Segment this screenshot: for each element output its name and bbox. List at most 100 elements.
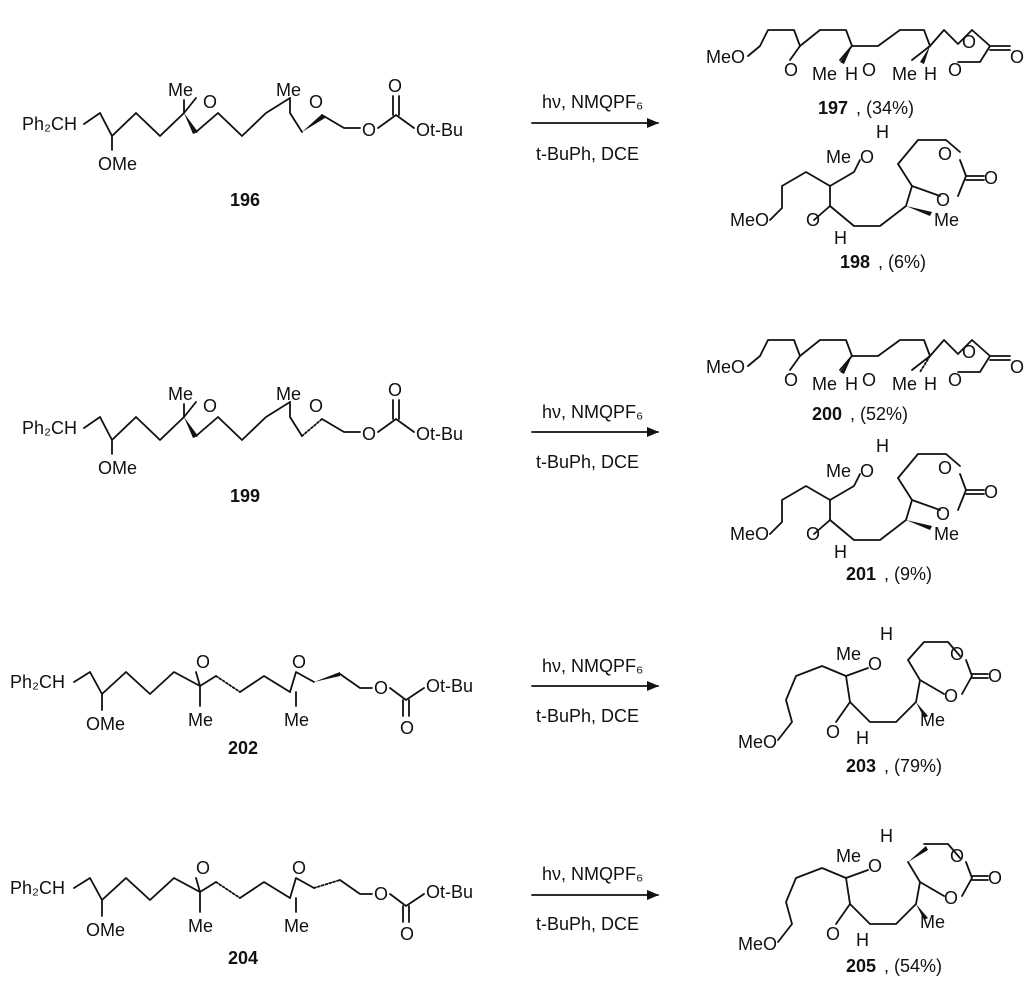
ph2ch-label: Ph₂CH	[10, 878, 65, 898]
me-label-1: Me	[812, 374, 837, 394]
conditions-3: hν, NMQPF₆ t-BuPh, DCE	[531, 656, 659, 726]
carbonate-o: O	[362, 424, 376, 444]
ring-o-top: O	[938, 144, 952, 164]
reactant-199: Ph₂CH OMe Me O Me O O O Ot-Bu 199	[22, 380, 463, 506]
me-label-2: Me	[284, 710, 309, 730]
me-label-1: Me	[812, 64, 837, 84]
epoxide-o-2: O	[292, 858, 306, 878]
otbu-label: Ot-Bu	[416, 424, 463, 444]
carbonate-o: O	[374, 884, 388, 904]
me-label-1: Me	[188, 916, 213, 936]
reactant-204: Ph₂CH OMe O Me O Me O O Ot-Bu 204	[10, 858, 473, 968]
compound-label: 205	[846, 956, 876, 976]
reaction-row-3: Ph₂CH OMe O Me O Me O O Ot-Bu 202 hν, NM…	[10, 624, 1002, 776]
ring-o-2: O	[862, 370, 876, 390]
ring-o-right: O	[936, 190, 950, 210]
compound-label: 197	[818, 98, 848, 118]
epoxide-o-2: O	[309, 92, 323, 112]
compound-label: 200	[812, 404, 842, 424]
me-label-bot: Me	[934, 210, 959, 230]
ome-label: OMe	[98, 154, 137, 174]
ring-o-1: O	[784, 60, 798, 80]
ring-o-2: O	[868, 654, 882, 674]
carbonate-o-double: O	[400, 924, 414, 944]
me-label-bot: Me	[920, 912, 945, 932]
yield-label: , (9%)	[884, 564, 932, 584]
ring-o-top: O	[938, 458, 952, 478]
conditions-bottom: t-BuPh, DCE	[536, 706, 639, 726]
me-label-2: Me	[284, 916, 309, 936]
ring-o-bottom: O	[948, 60, 962, 80]
ome-label: OMe	[86, 714, 125, 734]
compound-label: 202	[228, 738, 258, 758]
meo-label: MeO	[738, 732, 777, 752]
ome-label: OMe	[86, 920, 125, 940]
compound-label: 201	[846, 564, 876, 584]
product-201: MeO O O Me H H O O O Me 201 , (9%)	[730, 436, 998, 584]
compound-label: 203	[846, 756, 876, 776]
ph2ch-label: Ph₂CH	[22, 114, 77, 134]
h-label-bot: H	[856, 930, 869, 950]
otbu-label: Ot-Bu	[416, 120, 463, 140]
conditions-bottom: t-BuPh, DCE	[536, 144, 639, 164]
ring-o-2: O	[860, 147, 874, 167]
exo-o: O	[984, 482, 998, 502]
reaction-row-2: Ph₂CH OMe Me O Me O O O Ot-Bu 199 hν, NM…	[22, 339, 1024, 584]
carbonate-o-double: O	[388, 380, 402, 400]
ring-o-top: O	[962, 32, 976, 52]
ring-o-1: O	[826, 722, 840, 742]
meo-label: MeO	[706, 357, 745, 377]
h-label-2: H	[924, 374, 937, 394]
product-198: MeO O O Me H H O O O Me 198 , (6%)	[730, 122, 998, 272]
exo-o: O	[1010, 357, 1024, 377]
ring-o-right: O	[944, 888, 958, 908]
exo-o: O	[1010, 47, 1024, 67]
conditions-bottom: t-BuPh, DCE	[536, 914, 639, 934]
ring-o-1: O	[784, 370, 798, 390]
ome-label: OMe	[98, 458, 137, 478]
epoxide-o-1: O	[203, 396, 217, 416]
reactant-202: Ph₂CH OMe O Me O Me O O Ot-Bu 202	[10, 652, 473, 758]
ph2ch-label: Ph₂CH	[10, 672, 65, 692]
h-label-1: H	[845, 374, 858, 394]
ring-o-1: O	[826, 924, 840, 944]
yield-label: , (54%)	[884, 956, 942, 976]
ring-o-top: O	[962, 342, 976, 362]
h-label-1: H	[845, 64, 858, 84]
conditions-top: hν, NMQPF₆	[542, 656, 643, 676]
product-200: MeO O O Me H Me H O O O 200 , (52%)	[706, 339, 1024, 424]
me-label-2: Me	[892, 374, 917, 394]
me-label-1: Me	[168, 80, 193, 100]
compound-label: 196	[230, 190, 260, 210]
compound-label: 198	[840, 252, 870, 272]
product-203: MeO O Me O H H O O O Me 203 , (79%)	[738, 624, 1002, 776]
ph2ch-label: Ph₂CH	[22, 418, 77, 438]
meo-label: MeO	[706, 47, 745, 67]
otbu-label: Ot-Bu	[426, 882, 473, 902]
yield-label: , (6%)	[878, 252, 926, 272]
h-label-bot: H	[856, 728, 869, 748]
h-label-2: H	[924, 64, 937, 84]
conditions-bottom: t-BuPh, DCE	[536, 452, 639, 472]
otbu-label: Ot-Bu	[426, 676, 473, 696]
exo-o: O	[984, 168, 998, 188]
yield-label: , (52%)	[850, 404, 908, 424]
ring-o-2: O	[860, 461, 874, 481]
h-label-top: H	[876, 122, 889, 142]
h-label-top: H	[876, 436, 889, 456]
carbonate-o: O	[374, 678, 388, 698]
carbonate-o-double: O	[388, 76, 402, 96]
h-label-bot: H	[834, 228, 847, 248]
conditions-top: hν, NMQPF₆	[542, 402, 643, 422]
meo-label: MeO	[738, 934, 777, 954]
compound-label: 199	[230, 486, 260, 506]
conditions-1: hν, NMQPF₆ t-BuPh, DCE	[531, 92, 659, 164]
ring-o-2: O	[868, 856, 882, 876]
h-label-top: H	[880, 826, 893, 846]
me-label-bot: Me	[934, 524, 959, 544]
epoxide-o-2: O	[292, 652, 306, 672]
ring-o-right: O	[936, 504, 950, 524]
epoxide-o-1: O	[196, 652, 210, 672]
h-label-top: H	[880, 624, 893, 644]
